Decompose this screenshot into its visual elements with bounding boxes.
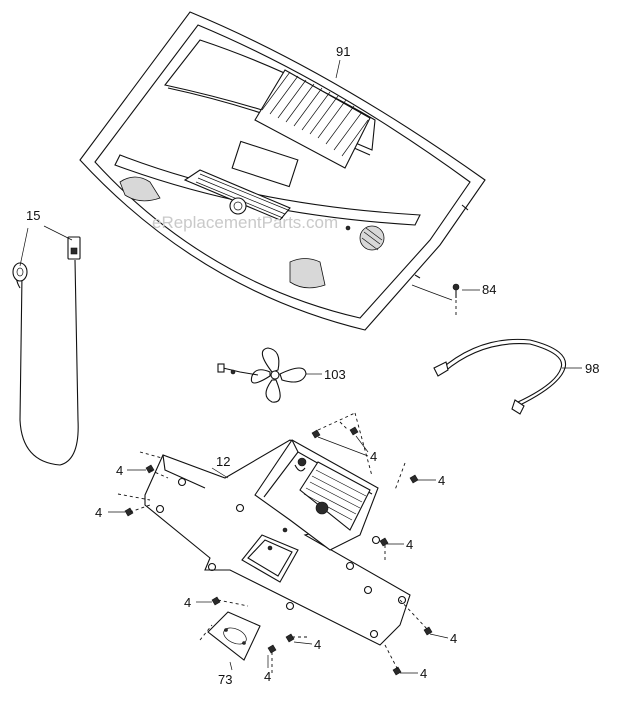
motor-hood bbox=[79, 11, 486, 331]
screw-84 bbox=[411, 283, 480, 318]
callout-4-d: 4 bbox=[314, 637, 321, 652]
cooling-fan bbox=[217, 347, 322, 403]
callout-4-e: 4 bbox=[264, 669, 271, 684]
screws bbox=[108, 412, 449, 676]
callout-98: 98 bbox=[585, 361, 599, 376]
callout-4-g: 4 bbox=[438, 473, 445, 488]
callout-4-j: 4 bbox=[420, 666, 427, 681]
callout-4-a: 4 bbox=[116, 463, 123, 478]
callout-91: 91 bbox=[336, 44, 350, 59]
callout-4-h: 4 bbox=[406, 537, 413, 552]
callout-4-i: 4 bbox=[450, 631, 457, 646]
callout-12: 12 bbox=[216, 454, 230, 469]
callout-4-f: 4 bbox=[370, 449, 377, 464]
watermark: eReplacementParts.com bbox=[152, 213, 338, 232]
wire-harness bbox=[12, 225, 81, 466]
access-cover bbox=[207, 611, 261, 671]
callout-4-c: 4 bbox=[184, 595, 191, 610]
callout-84: 84 bbox=[482, 282, 496, 297]
hood-grille bbox=[254, 69, 371, 169]
callout-15: 15 bbox=[26, 208, 40, 223]
cable bbox=[433, 338, 582, 415]
callout-103: 103 bbox=[324, 367, 346, 382]
motor-bracket bbox=[144, 439, 411, 646]
callout-73: 73 bbox=[218, 672, 232, 687]
callout-4-b: 4 bbox=[95, 505, 102, 520]
